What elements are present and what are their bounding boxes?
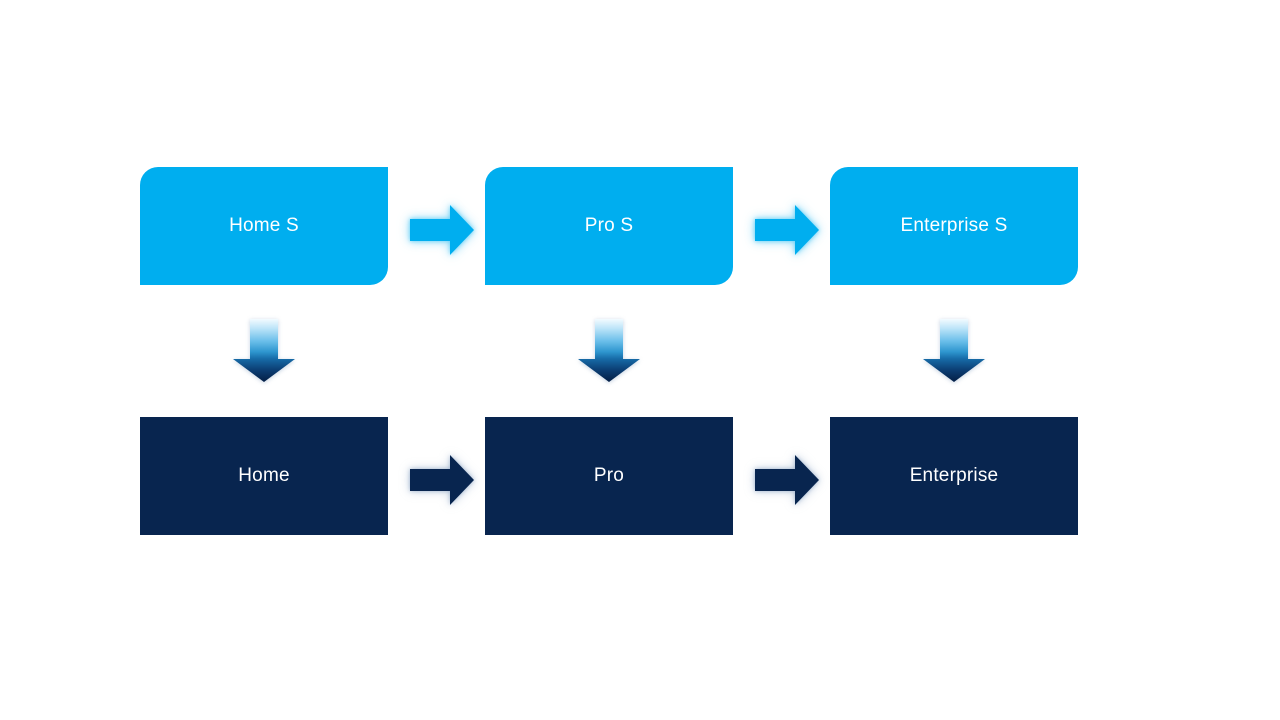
node-enterprise: Enterprise	[830, 417, 1078, 535]
node-home: Home	[140, 417, 388, 535]
node-pro-s: Pro S	[485, 167, 733, 285]
node-label: Home S	[229, 215, 299, 236]
right-arrow-icon	[410, 205, 474, 255]
down-arrow-icon	[578, 319, 640, 382]
node-label: Pro S	[584, 215, 634, 236]
right-arrow-icon	[755, 205, 819, 255]
node-enterprise-s: Enterprise S	[830, 167, 1078, 285]
node-pro: Pro	[485, 417, 733, 535]
node-label: Enterprise S	[900, 215, 1008, 236]
down-arrow-icon	[233, 319, 295, 382]
down-arrow-icon	[923, 319, 985, 382]
right-arrow-icon	[755, 455, 819, 505]
right-arrow-icon	[410, 455, 474, 505]
node-label: Enterprise	[909, 465, 999, 486]
node-label: Pro	[593, 465, 625, 486]
node-label: Home	[238, 465, 290, 486]
node-home-s: Home S	[140, 167, 388, 285]
